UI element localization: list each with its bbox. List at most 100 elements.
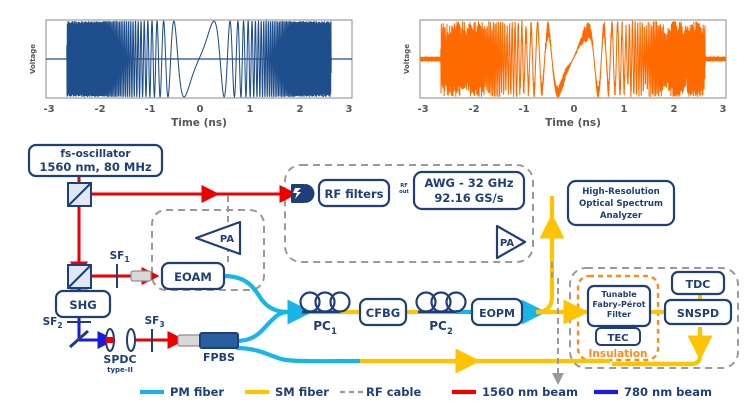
- fpfilter-line2: Fabry-Pérot: [592, 299, 645, 309]
- spectral-filter-sf2: SF 2: [43, 316, 91, 330]
- right-xtick-6: 3: [720, 104, 727, 115]
- eopm-box[interactable]: EOPM: [470, 297, 524, 327]
- pa-eoam-label: PA: [220, 234, 234, 245]
- fpfilter-line1: Tunable: [601, 290, 637, 299]
- awg-box[interactable]: AWG - 32 GHz 92.16 GS/s: [412, 170, 526, 211]
- pm-fiber-eoam-to-coupler: [223, 273, 289, 315]
- pc1-label: PC: [313, 319, 331, 333]
- legend-label-780: 780 nm beam: [624, 385, 712, 399]
- spdc-crystal-icon: [105, 328, 136, 352]
- sf2-sub: 2: [57, 321, 62, 330]
- amplifier-triangle-icon-eoam: PA: [194, 220, 242, 256]
- spectral-filter-sf3: SF 3: [145, 315, 165, 352]
- legend-label-sm-fiber: SM fiber: [275, 385, 329, 399]
- mirror-icon: [69, 329, 89, 349]
- shg-label: SHG: [69, 298, 96, 312]
- polarization-controller-2-icon: [415, 291, 467, 313]
- fiber-collimator-1-icon: [130, 270, 152, 282]
- awg-line2: 92.16 GS/s: [434, 191, 503, 205]
- fabry-perot-filter-box[interactable]: Tunable Fabry-Pérot Filter: [586, 284, 652, 328]
- awg-rf-out-line1: RF: [400, 183, 408, 189]
- sf3-sub: 3: [159, 320, 164, 329]
- left-x-tick-labels: -3 -2 -1 0 1 2 3: [43, 104, 352, 115]
- hrosa-line2: Optical Spectrum: [579, 199, 663, 209]
- left-x-axis-label: Time (ns): [171, 117, 227, 129]
- rf-filters-box[interactable]: RF filters: [317, 178, 391, 208]
- rf-filters-label: RF filters: [325, 187, 384, 201]
- legend-label-1560: 1560 nm beam: [482, 385, 578, 399]
- left-xtick-2: -1: [144, 104, 155, 115]
- fs-oscillator-line2: 1560 nm, 80 MHz: [39, 160, 152, 174]
- fpbs-block: [199, 332, 239, 349]
- beamsplitter-icon: [67, 182, 92, 207]
- awg-rf-out-label: RF out: [399, 183, 409, 195]
- amplifier-triangle-icon-awg: PA: [495, 224, 527, 260]
- right-x-axis-label: Time (ns): [545, 117, 601, 129]
- right-xtick-0: -3: [417, 104, 428, 115]
- awg-line1: AWG - 32 GHz: [424, 176, 513, 190]
- left-xtick-1: -2: [94, 104, 105, 115]
- fiber-collimator-2-icon: [177, 334, 201, 347]
- right-y-axis-label: Voltage: [403, 44, 411, 74]
- hrosa-line1: High-Resolution: [582, 187, 660, 197]
- pc2-sub: 2: [447, 327, 453, 337]
- cfbg-box[interactable]: CFBG: [358, 297, 408, 327]
- legend: PM fiber SM fiber RF cable 1560 nm beam …: [140, 385, 712, 399]
- right-oscilloscope-panel: Voltage -3 -2 -1 0 1 2 3 Time (ns): [403, 19, 727, 129]
- pc2-label: PC: [429, 319, 447, 333]
- spdc-label-line2: type-II: [107, 366, 133, 374]
- awg-rf-out-line2: out: [399, 189, 409, 195]
- tdc-label: TDC: [686, 278, 711, 291]
- left-y-axis-label: Voltage: [29, 44, 37, 74]
- snspd-box[interactable]: SNSPD: [663, 298, 733, 326]
- pa-awg-label: PA: [500, 238, 514, 249]
- spectral-filter-sf1: SF 1: [110, 250, 130, 288]
- beamsplitter-icon-2: [67, 264, 92, 289]
- awg-enclosure: [284, 164, 534, 263]
- eoam-label: EOAM: [174, 270, 212, 284]
- fpfilter-line3: Filter: [607, 310, 631, 319]
- fs-oscillator-box[interactable]: fs-oscillator 1560 nm, 80 MHz: [27, 143, 164, 178]
- shg-box[interactable]: SHG: [54, 289, 112, 319]
- right-xtick-5: 2: [671, 104, 678, 115]
- left-xtick-6: 3: [346, 104, 353, 115]
- sm-fiber-to-hrosa: [535, 196, 555, 315]
- fs-oscillator-line1: fs-oscillator: [60, 148, 131, 160]
- sf3-label: SF: [145, 315, 160, 327]
- snspd-label: SNSPD: [677, 307, 719, 320]
- tec-box[interactable]: TEC: [595, 327, 641, 346]
- left-xtick-0: -3: [43, 104, 54, 115]
- fpbs-label: FPBS: [203, 351, 235, 364]
- pm-fiber-fpbs-bottom: [235, 345, 361, 364]
- polarization-controller-1-icon: [299, 291, 351, 313]
- left-xtick-3: 0: [197, 104, 204, 115]
- legend-label-rf-cable: RF cable: [366, 385, 421, 399]
- spdc-label-line1: SPDC: [103, 353, 136, 366]
- right-x-tick-labels: -3 -2 -1 0 1 2 3: [417, 104, 726, 115]
- hrosa-line3: Analyzer: [600, 211, 643, 221]
- cfbg-label: CFBG: [366, 306, 401, 320]
- hrosa-box[interactable]: High-Resolution Optical Spectrum Analyze…: [566, 179, 676, 227]
- left-xtick-5: 2: [297, 104, 304, 115]
- right-xtick-3: 0: [571, 104, 578, 115]
- legend-label-pm-fiber: PM fiber: [170, 385, 224, 399]
- left-oscilloscope-panel: Voltage -3 -2 -1 0 1 2 3 Time (ns): [29, 19, 353, 129]
- pm-fiber-fpbs-to-coupler: [235, 309, 289, 344]
- pc1-sub: 1: [331, 327, 337, 337]
- insulation-label: Insulation: [588, 348, 647, 360]
- left-xtick-4: 1: [247, 104, 254, 115]
- photodetector-icon: [291, 184, 315, 203]
- sf1-label: SF: [110, 250, 125, 262]
- right-xtick-2: -1: [518, 104, 529, 115]
- left-trace-path: [46, 20, 352, 98]
- right-trace-path: [420, 20, 726, 98]
- eoam-box[interactable]: EOAM: [160, 261, 226, 291]
- right-trace-group: [420, 20, 726, 98]
- insulation-enclosure: [576, 274, 660, 362]
- eopm-label: EOPM: [479, 307, 515, 320]
- tec-label: TEC: [608, 333, 629, 344]
- left-trace-group: [46, 20, 352, 98]
- tdc-box[interactable]: TDC: [670, 270, 726, 296]
